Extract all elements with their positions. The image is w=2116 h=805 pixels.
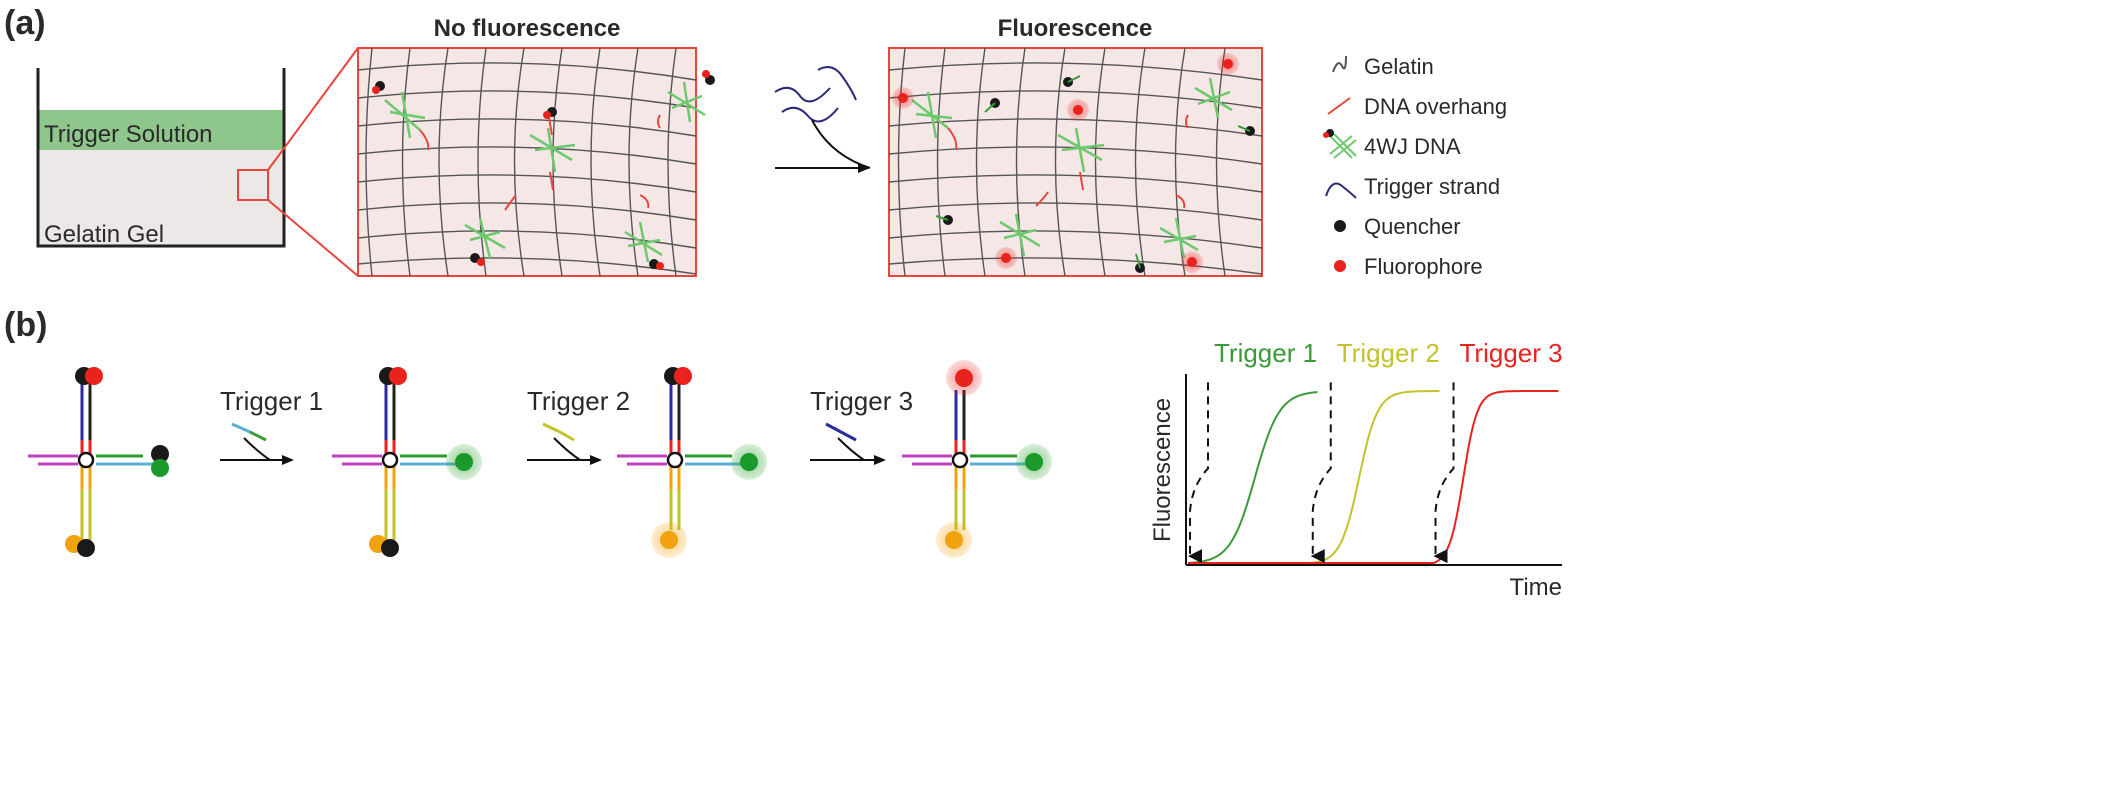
step-2-label: Trigger 2	[527, 386, 630, 416]
glowing-fluorophores	[892, 53, 1239, 273]
4wj-structure-step3	[902, 360, 1052, 558]
step-arrow-2: Trigger 2	[527, 386, 630, 465]
4wj-structure-initial	[28, 367, 169, 557]
step-3-label: Trigger 3	[810, 386, 913, 416]
zoom-box-after	[888, 47, 1263, 277]
trigger-solution-layer	[38, 110, 284, 150]
legend-4wj: 4WJ DNA	[1364, 134, 1461, 159]
panel-b-label: (b)	[4, 306, 47, 344]
zoom-region-marker	[237, 169, 269, 201]
legend-overhang: DNA overhang	[1364, 94, 1507, 119]
4wj-structure-step1	[332, 367, 482, 557]
series-line-3	[1188, 390, 1559, 564]
gel-layer	[38, 150, 284, 246]
trigger-solution-label: Trigger Solution	[44, 121, 213, 148]
trigger-arrow-1	[1188, 382, 1209, 564]
legend-fluorophore: Fluorophore	[1364, 254, 1483, 279]
reaction-curve	[811, 119, 871, 169]
trigger-arrow-3	[1433, 382, 1455, 564]
no-fluorescence-title: No fluorescence	[434, 15, 621, 42]
legend-gelatin: Gelatin	[1364, 54, 1434, 79]
gelatin-gel-label: Gelatin Gel	[44, 221, 164, 248]
red-dot-icon	[1334, 260, 1346, 272]
y-axis-label: Fluorescence	[1149, 398, 1176, 542]
beaker: Trigger Solution Gelatin Gel	[36, 68, 286, 248]
chart-annotation-3: Trigger 3	[1460, 338, 1563, 368]
chart-annotation-2: Trigger 2	[1337, 338, 1440, 368]
step-arrow-3: Trigger 3	[810, 386, 913, 465]
series-line-1	[1187, 391, 1318, 564]
panel-a-label: (a)	[4, 4, 46, 42]
beaker-outline	[36, 68, 286, 248]
4wj-structure-step2	[617, 367, 767, 558]
x-axis-label: Time	[1510, 574, 1562, 601]
zoom-line-bottom	[267, 199, 359, 277]
legend-quencher: Quencher	[1364, 214, 1461, 239]
trigger-strands-group	[774, 66, 857, 123]
overhang-icon	[1327, 97, 1351, 115]
zoom-line-top	[267, 47, 359, 171]
zoom-box-before	[357, 47, 697, 277]
step-arrow-1: Trigger 1	[220, 386, 323, 465]
4wj-complexes-after	[892, 53, 1255, 273]
4wj-complexes-before	[372, 70, 715, 270]
step-1-label: Trigger 1	[220, 386, 323, 416]
black-dot-icon	[1334, 220, 1346, 232]
gelatin-strand-icon	[1332, 55, 1347, 73]
trigger-strand-icon	[1325, 182, 1357, 199]
legend-trigger-strand: Trigger strand	[1364, 174, 1500, 199]
4wj-icon	[1323, 129, 1357, 159]
trigger-arrow-2	[1310, 382, 1332, 564]
fluorescence-title: Fluorescence	[998, 15, 1153, 42]
gelatin-mesh-after	[889, 48, 1262, 276]
legend: Gelatin DNA overhang 4WJ DNA Trigger str…	[1323, 54, 1507, 279]
chart-annotation-1: Trigger 1	[1214, 338, 1317, 368]
fluorescence-chart: Fluorescence Time Trigger 1 Trigger 2 Trig…	[1149, 338, 1563, 601]
